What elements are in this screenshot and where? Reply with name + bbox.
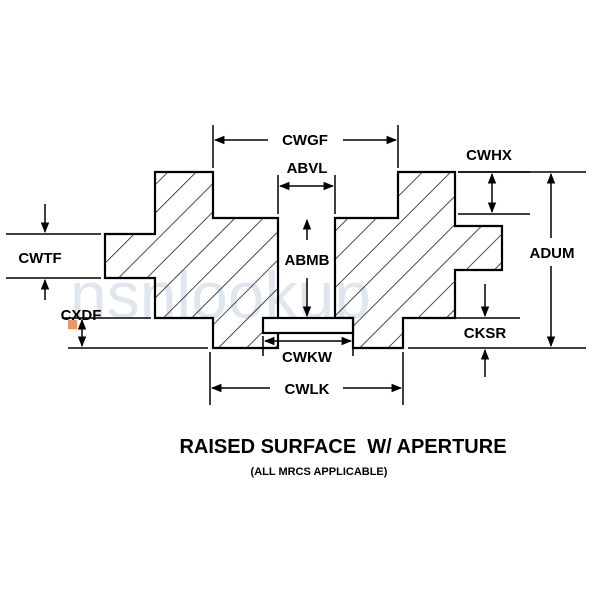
diagram-title: RAISED SURFACE W/ APERTURE [179, 436, 506, 458]
label-abmb: ABMB [285, 252, 330, 269]
label-cwtf: CWTF [18, 250, 61, 267]
section-left-hatched [103, 170, 280, 350]
label-adum: ADUM [530, 245, 575, 262]
label-cxdf: CXDF [61, 307, 102, 324]
label-cwgf: CWGF [282, 132, 328, 149]
section-right-hatched [333, 170, 504, 350]
diagram-subtitle: (ALL MRCS APPLICABLE) [251, 466, 388, 478]
label-cwlk: CWLK [285, 381, 330, 398]
label-cwhx: CWHX [466, 147, 512, 164]
label-abvl: ABVL [287, 160, 328, 177]
label-cksr: CKSR [464, 325, 507, 342]
center-bottom-piece [261, 316, 355, 335]
label-cwkw: CWKW [282, 349, 333, 366]
